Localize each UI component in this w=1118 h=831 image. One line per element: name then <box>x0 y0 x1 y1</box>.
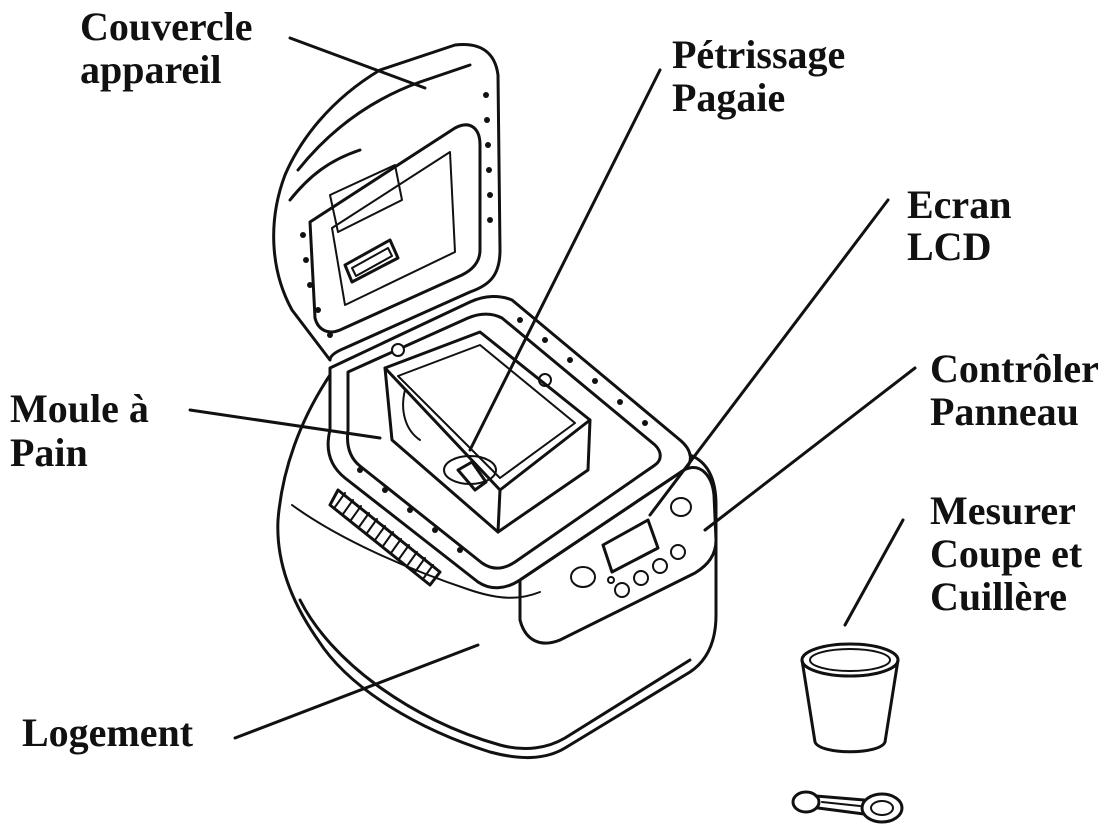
label-measuring-cup: Mesurer Coupe et Cuillère <box>930 488 1083 619</box>
button-round-right <box>670 497 692 517</box>
label-pan-line1: Moule à <box>10 386 149 431</box>
lid-latch-icon <box>343 238 400 284</box>
label-cup-line2: Coupe et <box>930 531 1083 576</box>
leader-lid <box>288 36 427 90</box>
label-cup-line1: Mesurer <box>930 488 1076 533</box>
control-panel <box>518 466 718 645</box>
label-lid-line1: Couvercle <box>80 4 253 49</box>
label-control-panel: Contrôler Panneau <box>930 346 1099 434</box>
label-housing-line1: Logement <box>22 710 194 755</box>
control-buttons <box>570 497 692 598</box>
housing <box>276 373 718 760</box>
label-lcd-line1: Ecran <box>907 182 1011 227</box>
leader-housing <box>233 643 480 740</box>
label-lid: Couvercle appareil <box>80 4 253 92</box>
label-panel-line2: Panneau <box>930 389 1079 434</box>
label-lcd-line2: LCD <box>907 224 991 269</box>
leader-control-panel <box>703 366 917 532</box>
button-1 <box>614 582 630 598</box>
measuring-cup <box>800 642 900 754</box>
label-bread-pan: Moule à Pain <box>10 386 149 475</box>
button-3 <box>652 558 668 574</box>
lid-holes <box>300 92 493 338</box>
leader-paddle <box>468 68 662 452</box>
label-panel-line1: Contrôler <box>930 346 1099 391</box>
label-pan-line2: Pain <box>10 430 88 475</box>
label-lid-line2: appareil <box>80 47 222 92</box>
measuring-spoon <box>791 790 904 824</box>
label-cup-line3: Cuillère <box>930 574 1067 619</box>
label-housing: Logement <box>22 710 194 755</box>
kneading-paddle-icon <box>443 455 497 492</box>
side-vents-icon <box>328 488 442 587</box>
top-deck <box>326 295 692 590</box>
label-paddle-line2: Pagaie <box>672 75 785 120</box>
button-4 <box>670 544 686 560</box>
button-round-left <box>570 566 596 588</box>
lid <box>272 42 502 362</box>
rim-holes <box>357 317 648 553</box>
lcd-screen <box>601 518 660 574</box>
button-2 <box>633 570 649 586</box>
leader-bread-pan <box>188 408 382 440</box>
leader-measuring-cup <box>843 518 905 627</box>
bread-pan <box>383 330 592 534</box>
label-paddle: Pétrissage Pagaie <box>672 32 845 120</box>
label-paddle-line1: Pétrissage <box>672 32 845 77</box>
label-lcd: Ecran LCD <box>907 182 1011 269</box>
